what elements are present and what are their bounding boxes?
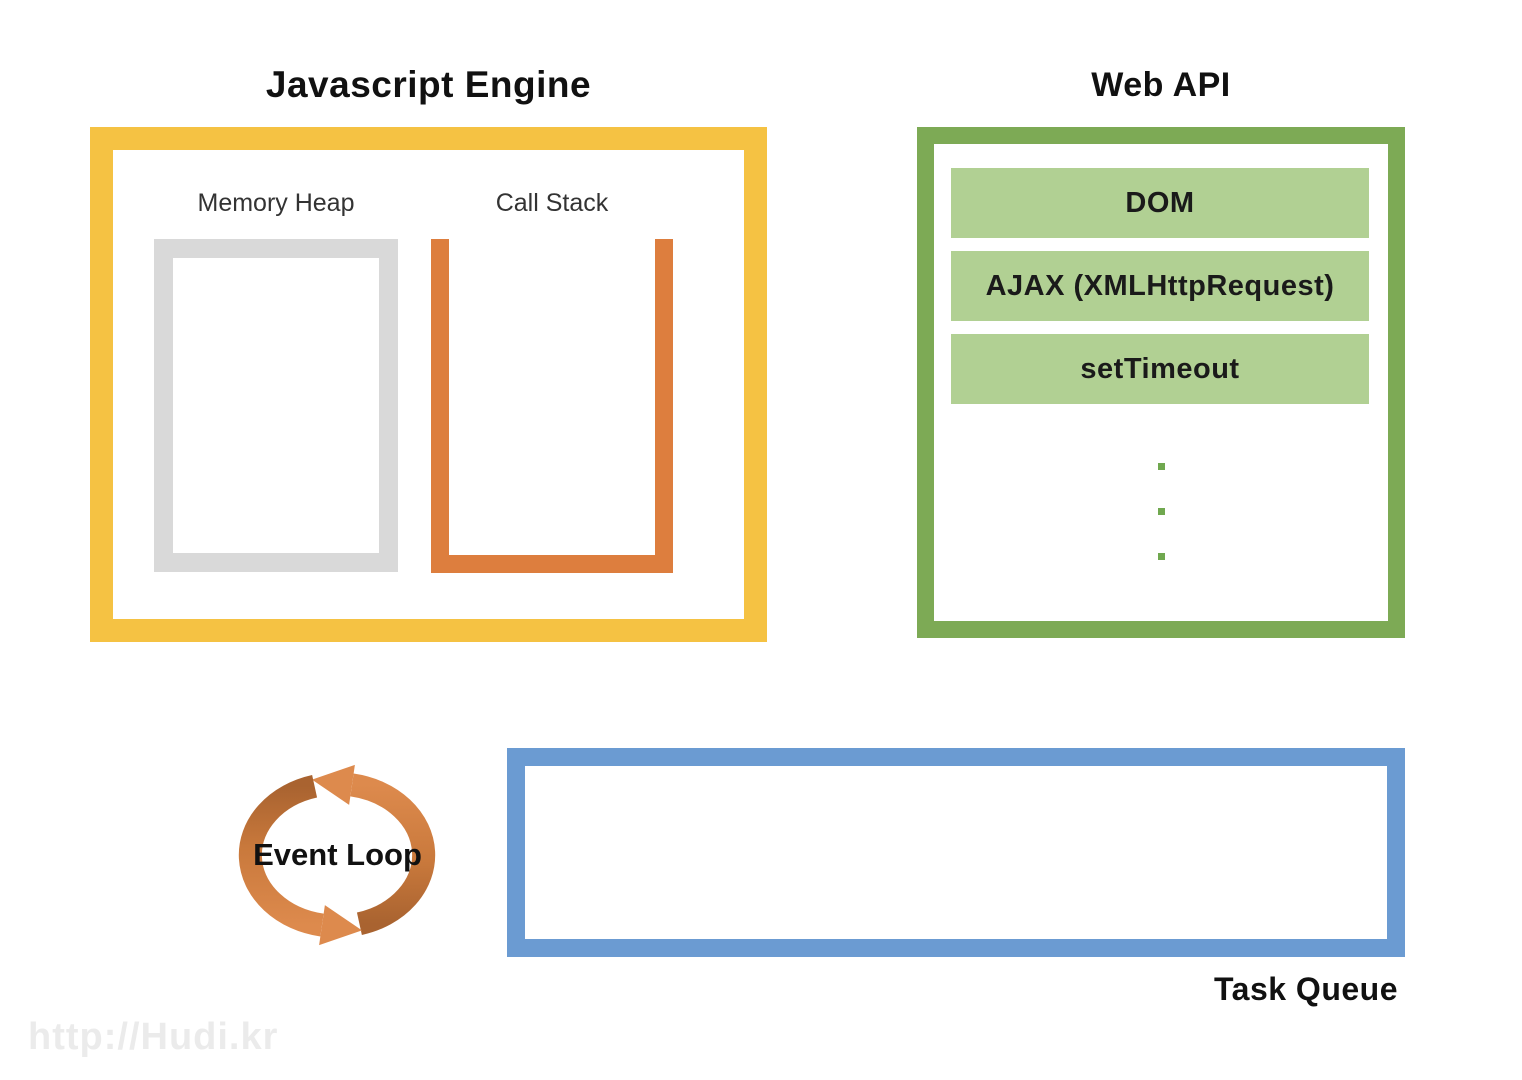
memory-heap-box	[154, 239, 398, 572]
event-loop-arc-right	[350, 773, 436, 936]
web-api-item-dom: DOM	[951, 168, 1369, 238]
task-queue-box	[507, 748, 1405, 957]
web-api-title: Web API	[1091, 66, 1231, 104]
event-loop-label: Event Loop	[253, 837, 422, 872]
event-loop-arc-left	[238, 774, 324, 937]
watermark-url: http://Hudi.kr	[28, 1016, 279, 1058]
web-api-box: DOM AJAX (XMLHttpRequest) setTimeout	[917, 127, 1405, 638]
call-stack-label: Call Stack	[495, 189, 609, 217]
web-api-item-settimeout: setTimeout	[951, 334, 1369, 404]
task-queue-label: Task Queue	[1213, 971, 1398, 1007]
event-loop-arrowhead-bottom	[319, 905, 362, 946]
js-engine-title: Javascript Engine	[265, 64, 592, 105]
event-loop-arrowhead-top	[312, 764, 355, 805]
ellipsis-dot	[1158, 553, 1165, 560]
memory-heap-label: Memory Heap	[197, 189, 355, 217]
event-loop-arrows-icon	[238, 764, 436, 946]
call-stack-box	[431, 239, 673, 573]
ellipsis-dot	[1158, 463, 1165, 470]
web-api-item-ajax: AJAX (XMLHttpRequest)	[951, 251, 1369, 321]
ellipsis-dot	[1158, 508, 1165, 515]
